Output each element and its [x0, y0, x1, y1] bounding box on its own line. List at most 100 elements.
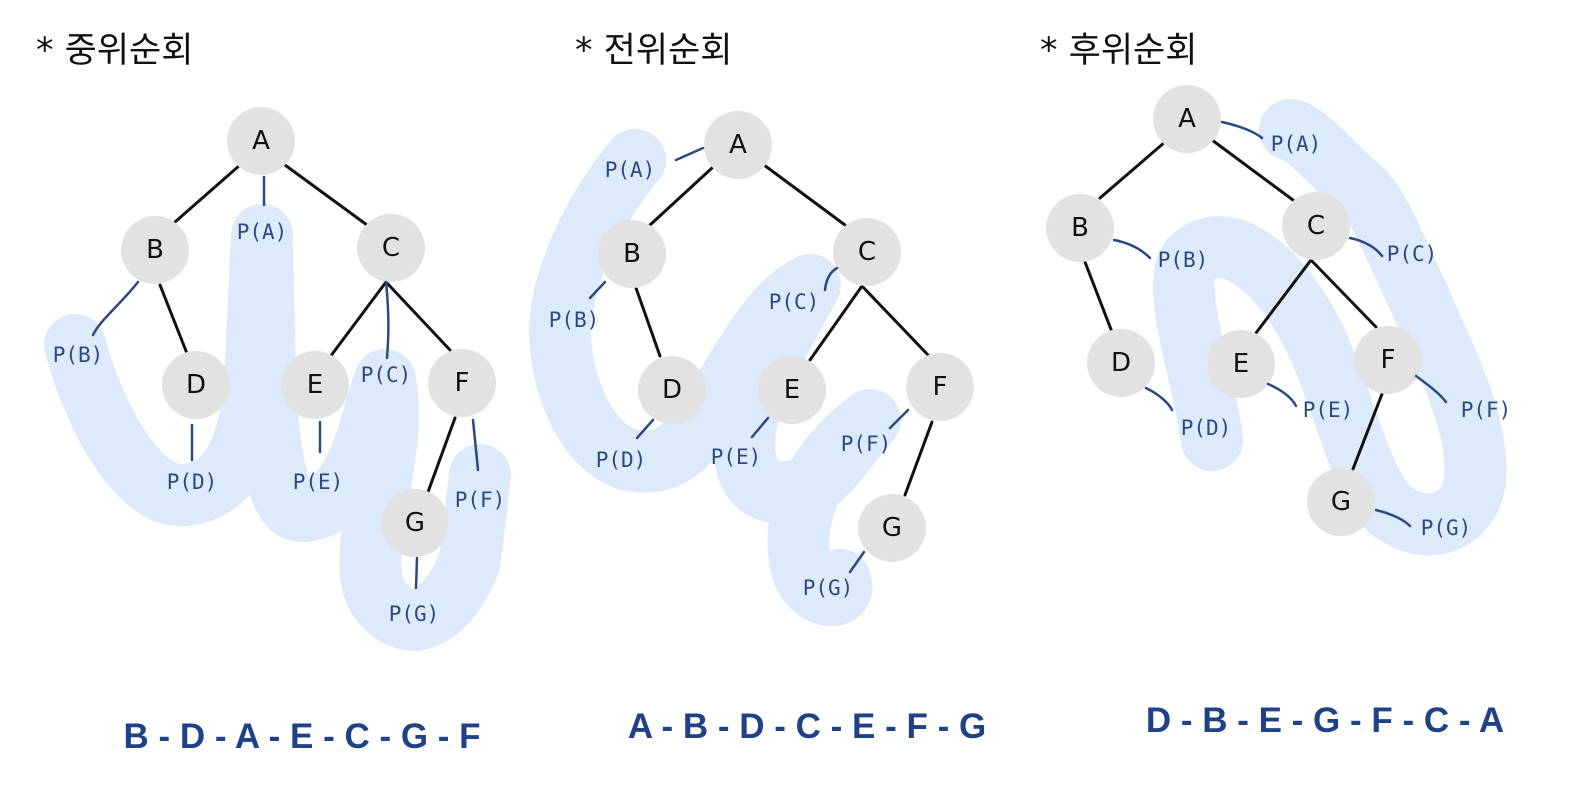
visit-label-g: P(G) — [1421, 516, 1472, 540]
tree-edge — [1083, 260, 1114, 334]
panel-title: * 중위순회 — [36, 31, 193, 71]
tree-edge — [158, 283, 190, 358]
tree-node-e: E — [281, 351, 349, 419]
traversal-sequence: D - B - E - G - F - C - A — [1146, 701, 1504, 740]
visit-label-g: P(G) — [389, 602, 440, 626]
tree-edge — [1351, 392, 1384, 471]
visit-connector — [1220, 120, 1264, 140]
tree-node-c: C — [833, 218, 901, 286]
tree-edge — [283, 163, 369, 227]
visit-label-d: P(D) — [1181, 416, 1232, 440]
tree-edge — [648, 166, 714, 227]
visit-connector — [888, 408, 910, 430]
tree-node-f: F — [906, 353, 974, 421]
node-label: F — [455, 368, 470, 398]
tree-edge — [1254, 258, 1313, 335]
tree-node-c: C — [1282, 192, 1350, 260]
node-label: D — [186, 370, 206, 400]
visit-label-b: P(B) — [1158, 248, 1209, 272]
node-label: D — [662, 375, 682, 405]
visit-connector — [848, 550, 866, 574]
visit-label-e: P(E) — [1303, 398, 1354, 422]
tree-edge — [1098, 140, 1167, 200]
tree-node-b: B — [121, 216, 189, 284]
visit-connector — [823, 266, 839, 292]
tree-node-e: E — [1207, 330, 1275, 398]
visit-label-e: P(E) — [293, 470, 344, 494]
tree-edge — [426, 416, 457, 494]
node-label: B — [146, 235, 164, 265]
visit-connector — [384, 280, 390, 360]
tree-node-e: E — [758, 356, 826, 424]
visit-label-a: P(A) — [237, 220, 288, 244]
node-label: F — [933, 372, 948, 402]
visit-connector — [1266, 382, 1298, 408]
tree-node-a: A — [704, 111, 772, 179]
visit-label-c: P(C) — [769, 290, 820, 314]
visit-connector — [414, 556, 419, 590]
visit-label-e: P(E) — [711, 445, 762, 469]
tree-edge — [1309, 258, 1378, 329]
tree-node-g: G — [858, 494, 926, 562]
tree-node-c: C — [357, 214, 425, 282]
node-label: D — [1111, 348, 1131, 378]
node-label: G — [1331, 487, 1351, 517]
visit-connector — [91, 280, 140, 337]
tree-edge — [328, 280, 388, 359]
traversal-path-band — [529, 129, 901, 627]
visit-label-f: P(F) — [841, 432, 892, 456]
visit-label-f: P(F) — [1461, 398, 1512, 422]
visit-label-f: P(F) — [455, 488, 506, 512]
tree-node-d: D — [1087, 329, 1155, 397]
node-label: A — [729, 130, 747, 160]
tree-edge — [903, 420, 934, 497]
node-label: G — [405, 508, 425, 538]
tree-edge — [1210, 138, 1295, 202]
visit-connector — [588, 280, 607, 300]
visit-label-a: P(A) — [1271, 132, 1322, 156]
tree-node-a: A — [227, 107, 295, 175]
traversal-path-band — [1152, 99, 1507, 556]
visit-connector — [635, 418, 655, 440]
panel-preorder: * 전위순회 A B C D E F — [529, 31, 986, 746]
tree-node-f: F — [1354, 326, 1422, 394]
visit-label-d: P(D) — [596, 448, 647, 472]
node-label: B — [623, 239, 641, 269]
tree-edge — [634, 286, 662, 358]
traversal-sequence: B - D - A - E - C - G - F — [123, 717, 480, 756]
tree-node-d: D — [638, 356, 706, 424]
tree-node-a: A — [1153, 85, 1221, 153]
tree-edge — [860, 284, 930, 357]
tree-edge — [384, 280, 452, 352]
tree-node-g: G — [381, 489, 449, 557]
visit-label-b: P(B) — [549, 308, 600, 332]
panel-title: * 후위순회 — [1040, 31, 1197, 71]
node-label: C — [382, 233, 400, 263]
node-label: F — [1381, 345, 1396, 375]
node-label: E — [1233, 349, 1249, 379]
visit-label-c: P(C) — [1387, 242, 1438, 266]
node-label: E — [784, 375, 800, 405]
visit-connector — [750, 416, 770, 439]
panel-postorder: * 후위순회 A B C D E F — [1040, 31, 1511, 740]
tree-edge — [173, 163, 242, 224]
visit-connector — [471, 418, 480, 472]
tree-edge — [762, 163, 847, 227]
visit-label-c: P(C) — [361, 363, 412, 387]
traversal-path-band — [44, 204, 511, 651]
node-label: A — [252, 126, 270, 156]
panel-inorder: * 중위순회 A B C D E F — [36, 31, 511, 756]
visit-connector — [1112, 238, 1152, 260]
tree-edge — [808, 284, 864, 362]
tree-node-d: D — [162, 351, 230, 419]
visit-connector — [1348, 236, 1384, 258]
panel-title: * 전위순회 — [575, 31, 732, 71]
visit-connector — [1144, 386, 1174, 412]
node-label: G — [882, 513, 902, 543]
visit-label-b: P(B) — [53, 343, 104, 367]
node-label: C — [858, 237, 876, 267]
node-label: B — [1071, 213, 1089, 243]
visit-connector — [674, 146, 705, 162]
tree-node-g: G — [1307, 468, 1375, 536]
